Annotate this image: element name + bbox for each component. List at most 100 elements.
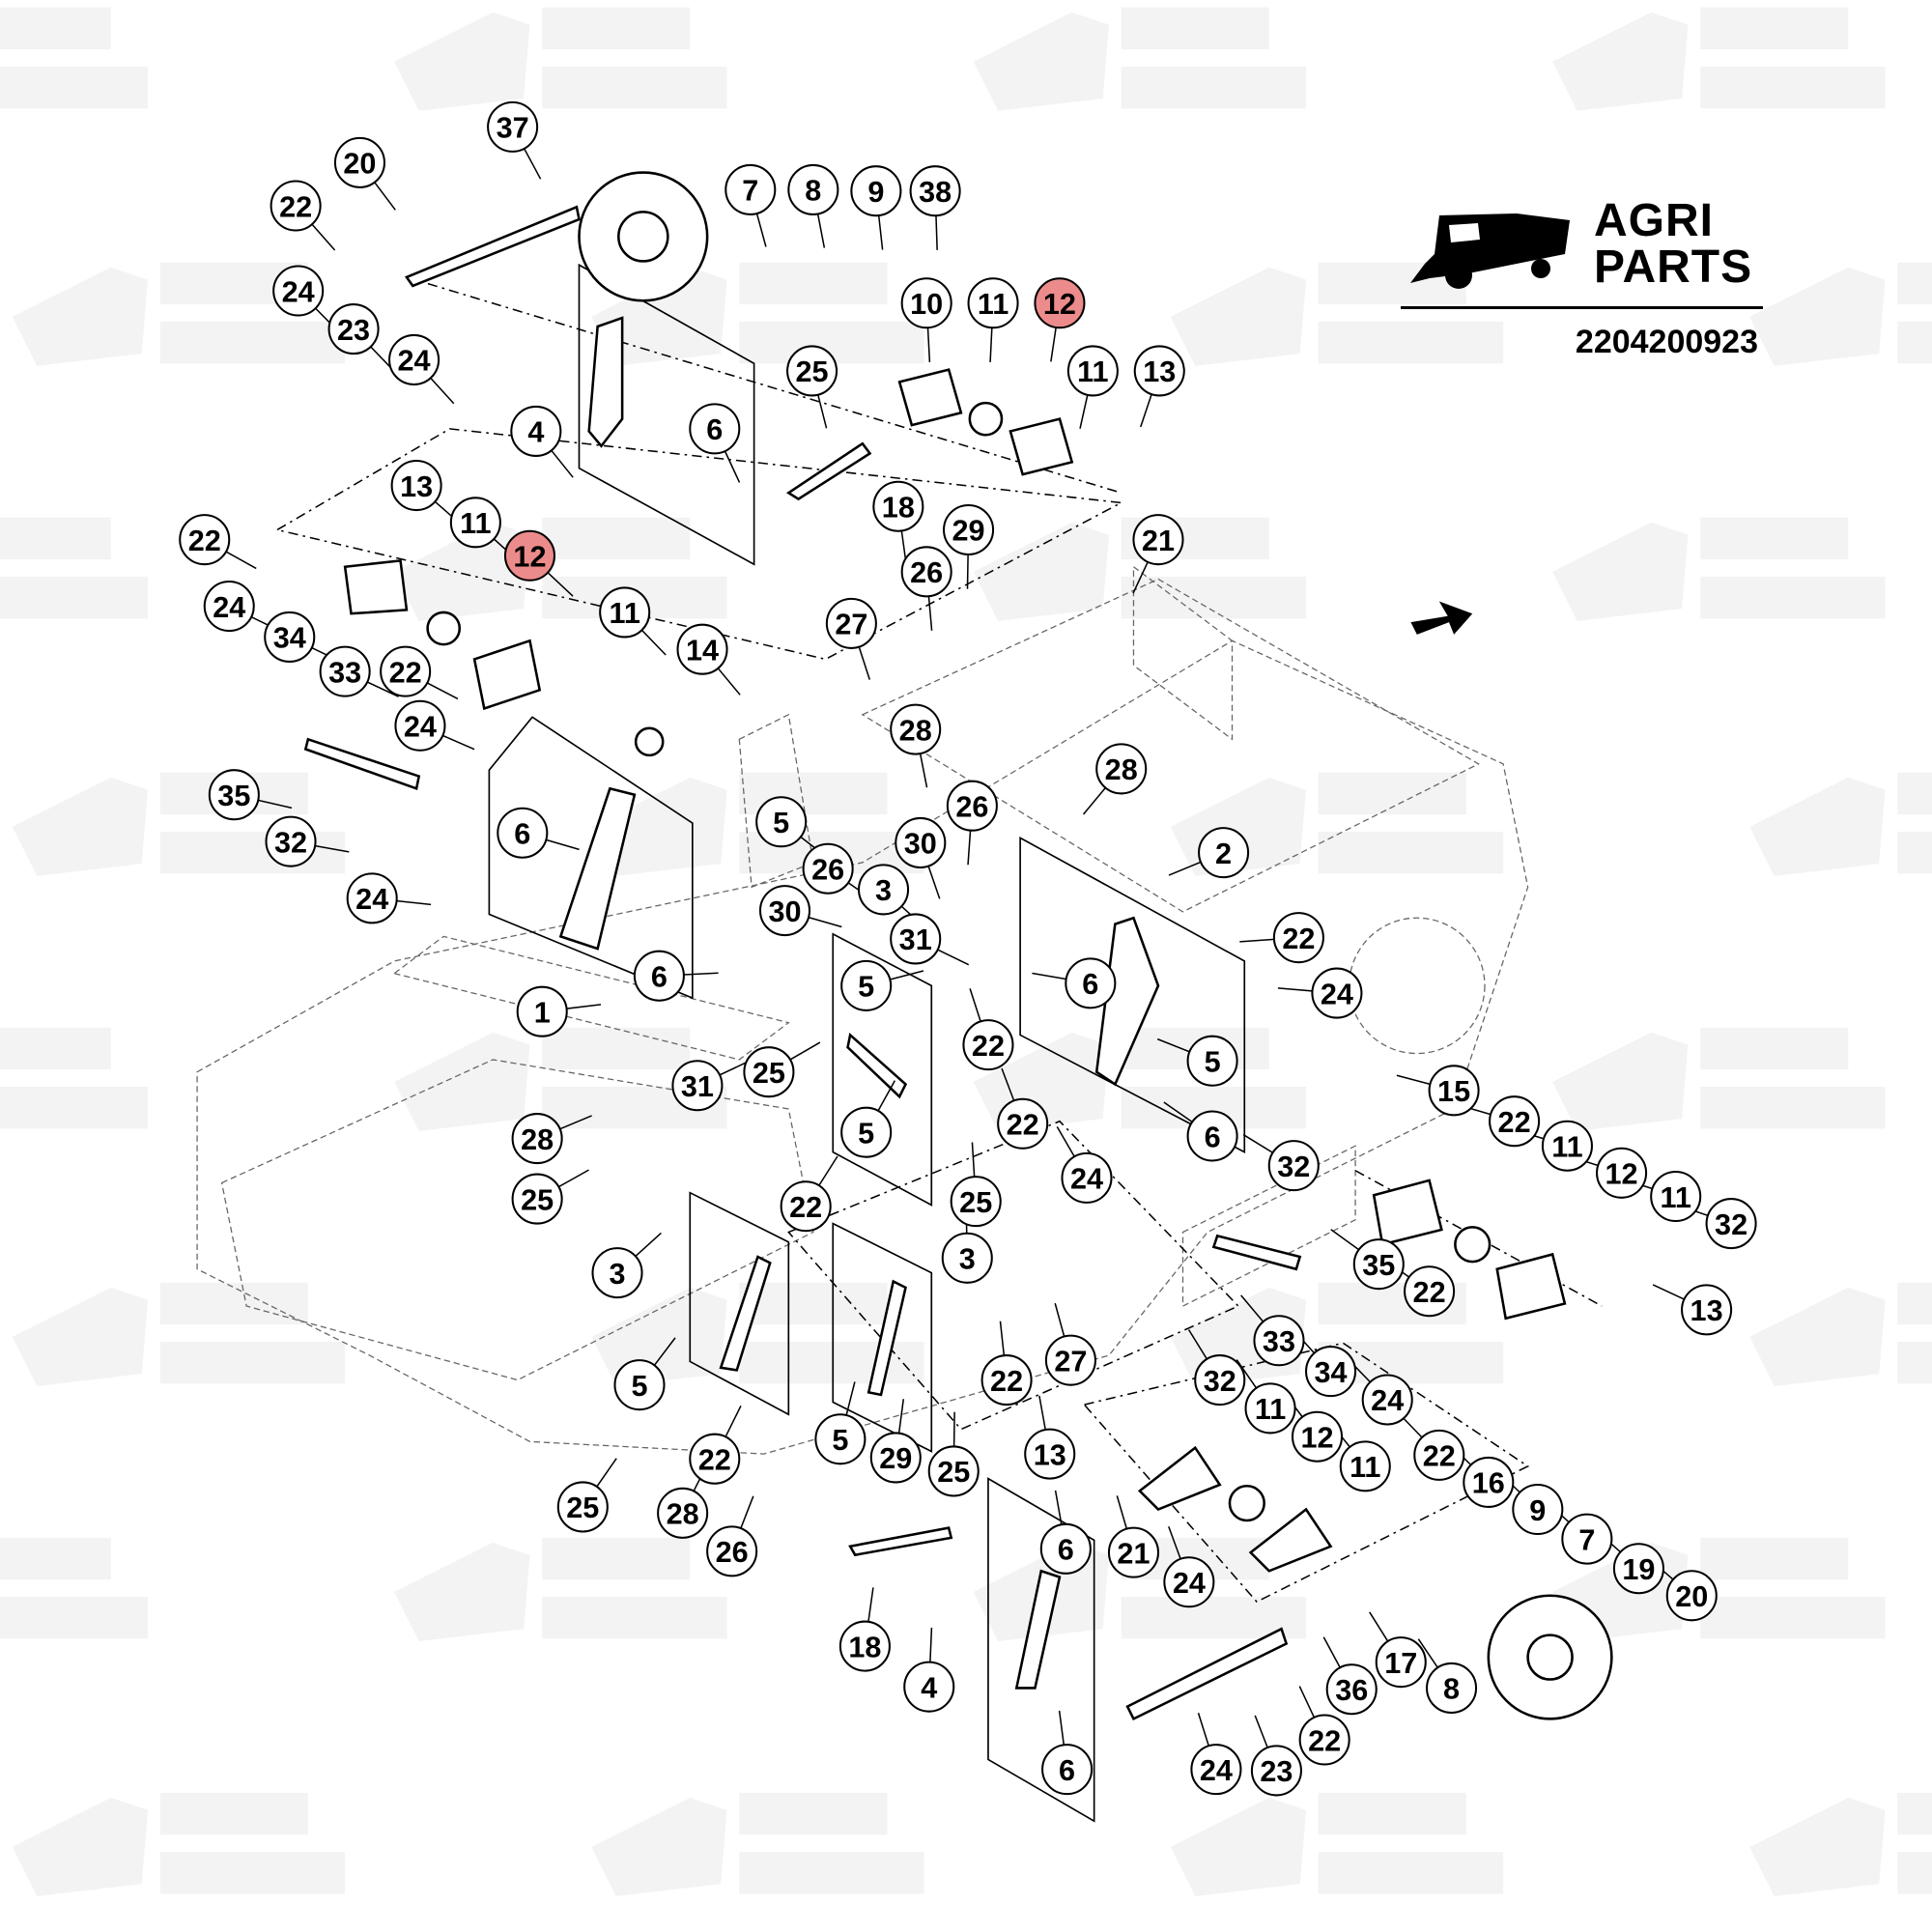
callout-28[interactable]: 28	[890, 703, 942, 755]
callout-12-highlighted[interactable]: 12	[503, 529, 555, 582]
callout-22[interactable]: 22	[1489, 1095, 1541, 1148]
callout-24[interactable]: 24	[203, 581, 255, 633]
callout-25[interactable]: 25	[556, 1481, 609, 1533]
callout-6[interactable]: 6	[689, 403, 741, 455]
callout-34[interactable]: 34	[1305, 1346, 1357, 1398]
callout-18[interactable]: 18	[838, 1620, 891, 1672]
callout-11[interactable]: 11	[1650, 1170, 1702, 1223]
callout-24[interactable]: 24	[272, 265, 325, 317]
callout-25[interactable]: 25	[950, 1176, 1002, 1228]
callout-3[interactable]: 3	[941, 1232, 993, 1284]
callout-22[interactable]: 22	[270, 180, 322, 232]
callout-24[interactable]: 24	[1361, 1374, 1413, 1426]
callout-11[interactable]: 11	[1339, 1440, 1391, 1492]
callout-26[interactable]: 26	[946, 780, 998, 832]
callout-6[interactable]: 6	[1039, 1522, 1092, 1575]
callout-7[interactable]: 7	[724, 163, 777, 215]
callout-5[interactable]: 5	[840, 1106, 893, 1158]
callout-32[interactable]: 32	[1705, 1198, 1757, 1250]
callout-14[interactable]: 14	[676, 623, 728, 675]
callout-35[interactable]: 35	[1352, 1238, 1405, 1291]
callout-32[interactable]: 32	[1267, 1140, 1320, 1192]
callout-5[interactable]: 5	[613, 1359, 666, 1411]
callout-33[interactable]: 33	[319, 645, 371, 697]
callout-22[interactable]: 22	[1272, 912, 1324, 964]
callout-25[interactable]: 25	[511, 1173, 563, 1225]
callout-24[interactable]: 24	[1163, 1556, 1215, 1608]
callout-23[interactable]: 23	[1250, 1745, 1302, 1797]
callout-22[interactable]: 22	[980, 1354, 1033, 1406]
callout-35[interactable]: 35	[208, 769, 260, 821]
callout-22[interactable]: 22	[1404, 1265, 1456, 1318]
callout-28[interactable]: 28	[511, 1113, 563, 1165]
callout-24[interactable]: 24	[1311, 967, 1363, 1019]
callout-12-highlighted[interactable]: 12	[1034, 277, 1086, 329]
callout-22[interactable]: 22	[380, 645, 432, 697]
callout-22[interactable]: 22	[689, 1433, 741, 1485]
callout-28[interactable]: 28	[657, 1487, 709, 1539]
callout-11[interactable]: 11	[599, 586, 651, 639]
callout-6[interactable]: 6	[497, 807, 549, 859]
callout-11[interactable]: 11	[1066, 345, 1119, 397]
callout-6[interactable]: 6	[1065, 957, 1117, 1009]
callout-1[interactable]: 1	[516, 985, 568, 1037]
callout-13[interactable]: 13	[1024, 1428, 1076, 1480]
callout-12[interactable]: 12	[1291, 1410, 1344, 1463]
callout-25[interactable]: 25	[786, 345, 838, 397]
callout-3[interactable]: 3	[858, 864, 910, 916]
callout-19[interactable]: 19	[1612, 1543, 1664, 1595]
callout-34[interactable]: 34	[264, 611, 316, 663]
callout-11[interactable]: 11	[1244, 1382, 1296, 1435]
callout-32[interactable]: 32	[265, 815, 317, 867]
callout-3[interactable]: 3	[591, 1247, 643, 1299]
callout-28[interactable]: 28	[1095, 743, 1148, 795]
callout-4[interactable]: 4	[903, 1661, 955, 1713]
callout-24[interactable]: 24	[1190, 1744, 1242, 1796]
callout-24[interactable]: 24	[1061, 1151, 1113, 1204]
callout-23[interactable]: 23	[327, 303, 380, 355]
callout-5[interactable]: 5	[1186, 1035, 1238, 1087]
callout-5[interactable]: 5	[840, 959, 893, 1011]
callout-24[interactable]: 24	[388, 333, 440, 385]
callout-22[interactable]: 22	[780, 1180, 832, 1233]
callout-6[interactable]: 6	[633, 950, 685, 1002]
callout-11[interactable]: 11	[449, 497, 501, 549]
callout-29[interactable]: 29	[943, 503, 995, 555]
callout-36[interactable]: 36	[1325, 1663, 1378, 1716]
callout-22[interactable]: 22	[1413, 1429, 1465, 1481]
callout-22[interactable]: 22	[1298, 1714, 1350, 1766]
callout-18[interactable]: 18	[872, 480, 924, 532]
callout-21[interactable]: 21	[1132, 514, 1184, 566]
callout-12[interactable]: 12	[1596, 1147, 1648, 1199]
callout-25[interactable]: 25	[743, 1046, 795, 1098]
callout-8[interactable]: 8	[787, 163, 839, 215]
callout-15[interactable]: 15	[1428, 1065, 1480, 1117]
callout-22[interactable]: 22	[179, 514, 231, 566]
callout-24[interactable]: 24	[394, 699, 446, 752]
callout-22[interactable]: 22	[962, 1019, 1014, 1071]
callout-27[interactable]: 27	[1044, 1334, 1096, 1386]
callout-31[interactable]: 31	[890, 913, 942, 965]
callout-11[interactable]: 11	[1541, 1120, 1593, 1172]
callout-2[interactable]: 2	[1198, 827, 1250, 879]
callout-13[interactable]: 13	[1681, 1284, 1733, 1336]
callout-10[interactable]: 10	[900, 277, 952, 329]
callout-9[interactable]: 9	[1512, 1483, 1564, 1536]
callout-33[interactable]: 33	[1253, 1315, 1305, 1367]
callout-13[interactable]: 13	[390, 460, 442, 512]
callout-29[interactable]: 29	[869, 1432, 922, 1484]
callout-37[interactable]: 37	[487, 100, 539, 153]
callout-31[interactable]: 31	[671, 1060, 724, 1112]
callout-27[interactable]: 27	[825, 597, 877, 649]
callout-5[interactable]: 5	[755, 796, 808, 848]
callout-38[interactable]: 38	[909, 165, 961, 217]
callout-9[interactable]: 9	[850, 165, 902, 217]
callout-16[interactable]: 16	[1463, 1456, 1515, 1508]
callout-25[interactable]: 25	[927, 1445, 980, 1497]
callout-26[interactable]: 26	[900, 546, 952, 598]
callout-20[interactable]: 20	[333, 136, 385, 188]
callout-11[interactable]: 11	[967, 277, 1019, 329]
callout-22[interactable]: 22	[997, 1097, 1049, 1150]
callout-13[interactable]: 13	[1133, 345, 1185, 397]
callout-30[interactable]: 30	[758, 885, 811, 937]
